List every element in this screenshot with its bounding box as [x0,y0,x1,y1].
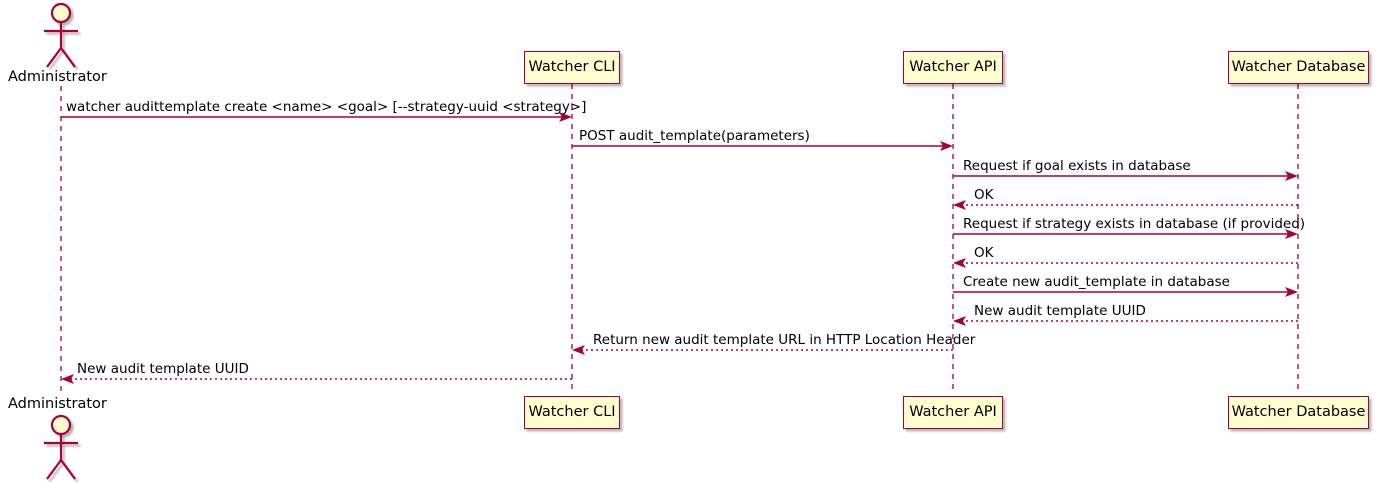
participant-box-watcher-api-bottom[interactable]: Watcher API [903,396,1003,429]
message-arrow-5 [953,229,1298,239]
message-arrow-2 [572,141,953,151]
message-label-3: Request if goal exists in database [963,158,1191,174]
message-label-5: Request if strategy exists in database (… [963,216,1306,232]
message-label-4: OK [974,187,994,203]
message-arrow-9 [572,345,953,355]
participant-box-watcher-database-bottom[interactable]: Watcher Database [1228,396,1369,429]
participant-label-watcher-database: Watcher Database [1231,59,1366,76]
participant-label-watcher-api: Watcher API [909,59,997,76]
message-arrows [61,112,1298,384]
lifelines [60,84,1299,396]
message-arrow-6 [953,258,1298,268]
message-label-2: POST audit_template(parameters) [579,128,810,144]
actor-administrator-bottom [44,414,78,480]
participant-box-watcher-api-top[interactable]: Watcher API [903,51,1003,84]
message-arrow-7 [953,287,1298,297]
message-label-8: New audit template UUID [974,303,1146,319]
actor-label-administrator-top: Administrator [8,69,107,85]
message-label-7: Create new audit_template in database [963,274,1230,290]
participant-label-watcher-database-bottom: Watcher Database [1231,404,1366,421]
message-arrow-1 [61,112,572,122]
message-arrow-10 [61,374,572,384]
message-label-6: OK [974,245,994,261]
actor-label-administrator-bottom: Administrator [8,396,107,412]
message-arrow-4 [953,200,1298,210]
participant-label-watcher-cli-bottom: Watcher CLI [528,404,616,421]
message-label-10: New audit template UUID [77,361,249,377]
participant-box-watcher-cli-bottom[interactable]: Watcher CLI [524,396,620,429]
participant-label-watcher-cli: Watcher CLI [528,59,616,76]
participant-box-watcher-cli-top[interactable]: Watcher CLI [524,51,620,84]
message-arrow-8 [953,316,1298,326]
participant-box-watcher-database-top[interactable]: Watcher Database [1228,51,1369,84]
message-label-1: watcher audittemplate create <name> <goa… [66,99,587,115]
message-label-9: Return new audit template URL in HTTP Lo… [593,332,976,348]
participant-label-watcher-api-bottom: Watcher API [909,404,997,421]
actor-administrator-top [44,2,78,68]
message-arrow-3 [953,171,1298,181]
